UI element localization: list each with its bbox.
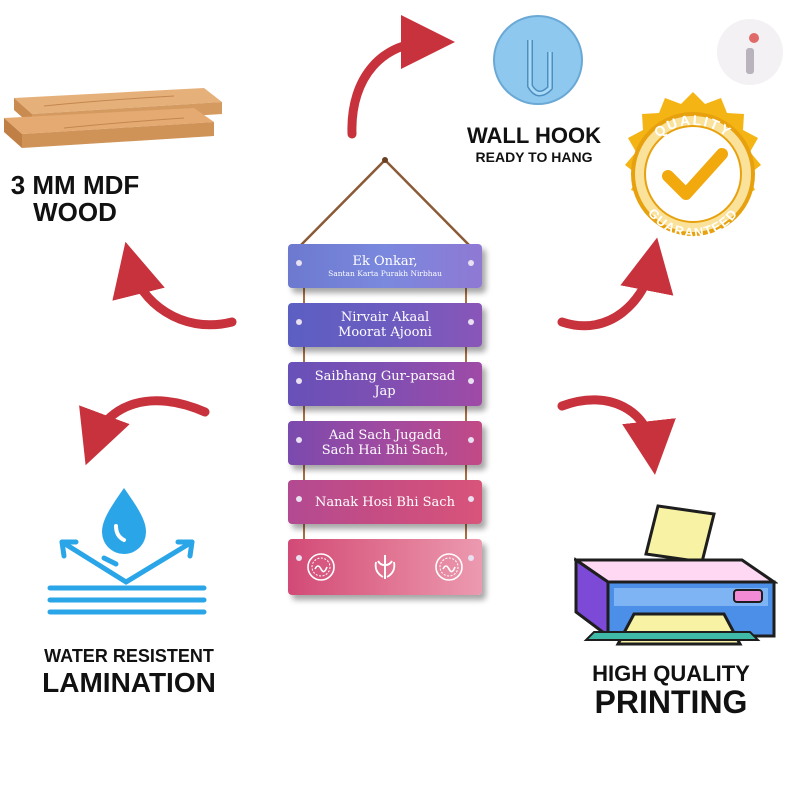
plank-1-line-2: Santan Karta Purakh Nirbhau (328, 269, 442, 278)
nail-icon (468, 378, 474, 384)
wall-hook-title: WALL HOOK (466, 123, 602, 148)
mdf-line-1: 3 MM MDF (10, 170, 140, 200)
sign-plank-5: Nanak Hosi Bhi Sach (288, 480, 482, 524)
nail-icon (296, 260, 302, 266)
printer-icon (574, 504, 778, 646)
brand-logo-icon (717, 19, 783, 85)
arrow-to-printer (557, 395, 676, 475)
nail-icon (468, 496, 474, 502)
arrow-to-water (79, 396, 210, 466)
quality-seal-icon: QUALITY GUARANTEED (625, 92, 761, 240)
printing-line-1: HIGH QUALITY (592, 661, 750, 686)
mdf-wood-label: 3 MM MDF WOOD (0, 170, 150, 228)
plank-4-line-1: Aad Sach Jugadd (328, 428, 442, 443)
nail-icon (468, 319, 474, 325)
sign-plank-3: Saibhang Gur-parsad Jap (288, 362, 482, 406)
ik-onkar-icon (435, 553, 463, 581)
printing-line-2: PRINTING (594, 684, 748, 720)
plank-1-line-1: Ek Onkar, (352, 254, 418, 269)
water-drop-icon (47, 488, 207, 615)
arrow-to-quality (557, 237, 674, 331)
nail-icon (296, 437, 302, 443)
mdf-line-2: WOOD (33, 197, 117, 228)
plank-2-line-2: Moorat Ajooni (338, 325, 432, 340)
sign-plank-1: Ek Onkar, Santan Karta Purakh Nirbhau (288, 244, 482, 288)
plank-5-line-1: Nanak Hosi Bhi Sach (315, 494, 455, 510)
nail-icon (468, 260, 474, 266)
nail-icon (468, 437, 474, 443)
nail-icon (296, 378, 302, 384)
nail-icon (468, 555, 474, 561)
arrow-to-hook (347, 15, 455, 139)
nail-icon (296, 319, 302, 325)
ik-onkar-icon (307, 553, 335, 581)
water-line-2: LAMINATION (42, 667, 216, 698)
wall-hook-icon (493, 15, 583, 105)
wood-planks-icon (4, 88, 222, 148)
water-line-1: WATER RESISTENT (44, 646, 214, 666)
plank-2-line-1: Nirvair Akaal (340, 310, 430, 325)
khanda-icon (374, 555, 396, 579)
arrow-to-wood (112, 241, 237, 330)
nail-icon (296, 555, 302, 561)
sign-plank-4: Aad Sach Jugadd Sach Hai Bhi Sach, (288, 421, 482, 465)
plank-3-line-1: Saibhang Gur-parsad (314, 369, 456, 384)
wall-hook-subtitle: READY TO HANG (475, 149, 593, 165)
sign-plank-6 (288, 539, 482, 595)
plank-4-line-2: Sach Hai Bhi Sach, (321, 443, 449, 458)
sign-plank-2: Nirvair Akaal Moorat Ajooni (288, 303, 482, 347)
plank-3-line-2: Jap (374, 384, 396, 399)
nail-icon (296, 496, 302, 502)
